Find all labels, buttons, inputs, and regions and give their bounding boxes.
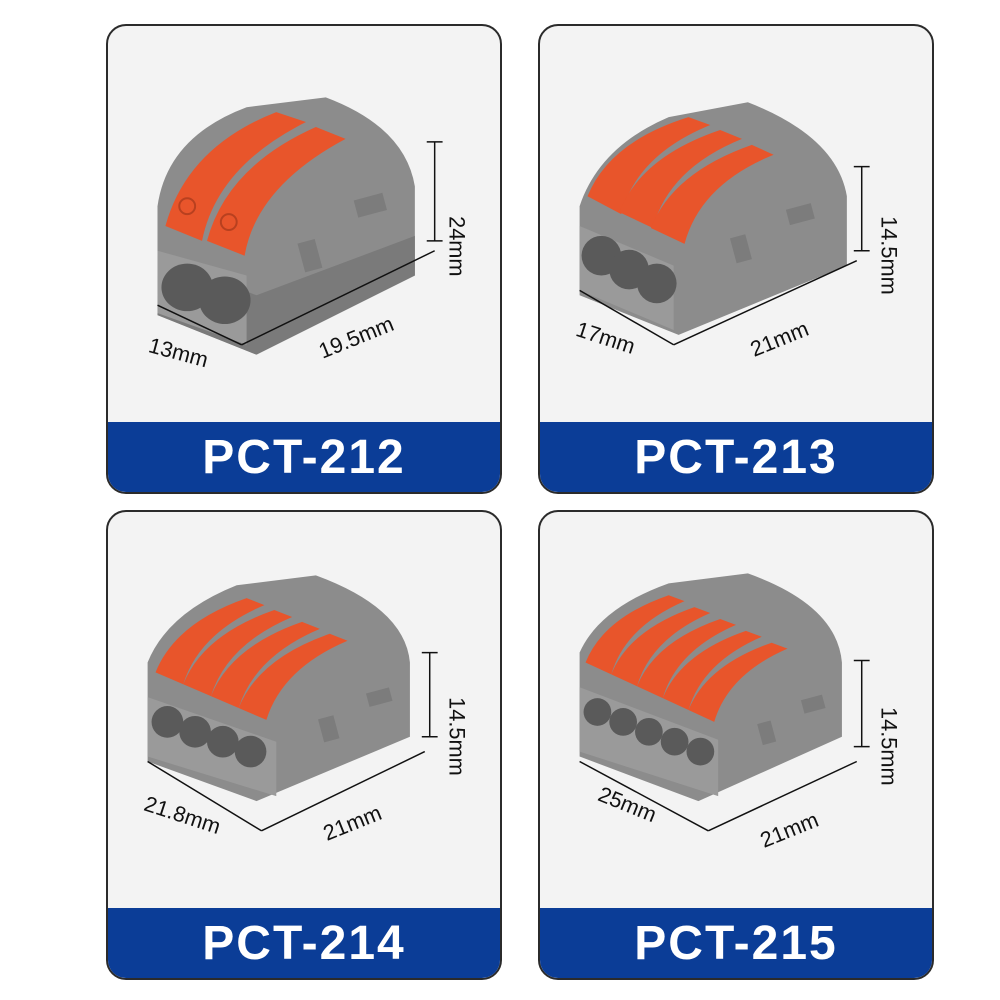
product-card-pct-214: 14.5mm 21.8mm 21mm PCT-214 bbox=[106, 510, 502, 980]
connector-photo: 14.5mm 25mm 21mm bbox=[540, 512, 932, 912]
connector-5-pole-illustration: 14.5mm 25mm 21mm bbox=[579, 573, 902, 853]
width-label: 17mm bbox=[573, 316, 638, 358]
model-label: PCT-215 bbox=[634, 916, 838, 970]
model-banner: PCT-212 bbox=[108, 422, 500, 492]
model-banner: PCT-213 bbox=[540, 422, 932, 492]
model-label: PCT-214 bbox=[202, 916, 406, 970]
width-label: 25mm bbox=[595, 781, 660, 827]
product-card-pct-212: 24mm 13mm 19.5mm PCT-212 bbox=[106, 24, 502, 494]
width-label: 21.8mm bbox=[141, 791, 224, 839]
height-label: 14.5mm bbox=[445, 697, 470, 776]
height-label: 14.5mm bbox=[877, 216, 902, 295]
model-label: PCT-213 bbox=[634, 430, 838, 484]
model-banner: PCT-214 bbox=[108, 908, 500, 978]
connector-photo: 14.5mm 17mm 21mm bbox=[540, 26, 932, 426]
connector-3-pole-illustration: 14.5mm 17mm 21mm bbox=[573, 102, 902, 362]
depth-label: 21mm bbox=[320, 800, 385, 846]
connector-4-pole-illustration: 14.5mm 21.8mm 21mm bbox=[141, 575, 470, 846]
product-card-pct-215: 14.5mm 25mm 21mm PCT-215 bbox=[538, 510, 934, 980]
width-label: 13mm bbox=[146, 332, 211, 372]
model-banner: PCT-215 bbox=[540, 908, 932, 978]
depth-label: 21mm bbox=[747, 316, 812, 362]
connector-photo: 14.5mm 21.8mm 21mm bbox=[108, 512, 500, 912]
depth-label: 21mm bbox=[757, 807, 822, 853]
height-label: 14.5mm bbox=[877, 707, 902, 786]
product-card-pct-213: 14.5mm 17mm 21mm PCT-213 bbox=[538, 24, 934, 494]
model-label: PCT-212 bbox=[202, 430, 406, 484]
height-label: 24mm bbox=[445, 216, 470, 276]
connector-photo: 24mm 13mm 19.5mm bbox=[108, 26, 500, 426]
connector-2-pole-illustration: 24mm 13mm 19.5mm bbox=[146, 97, 470, 372]
